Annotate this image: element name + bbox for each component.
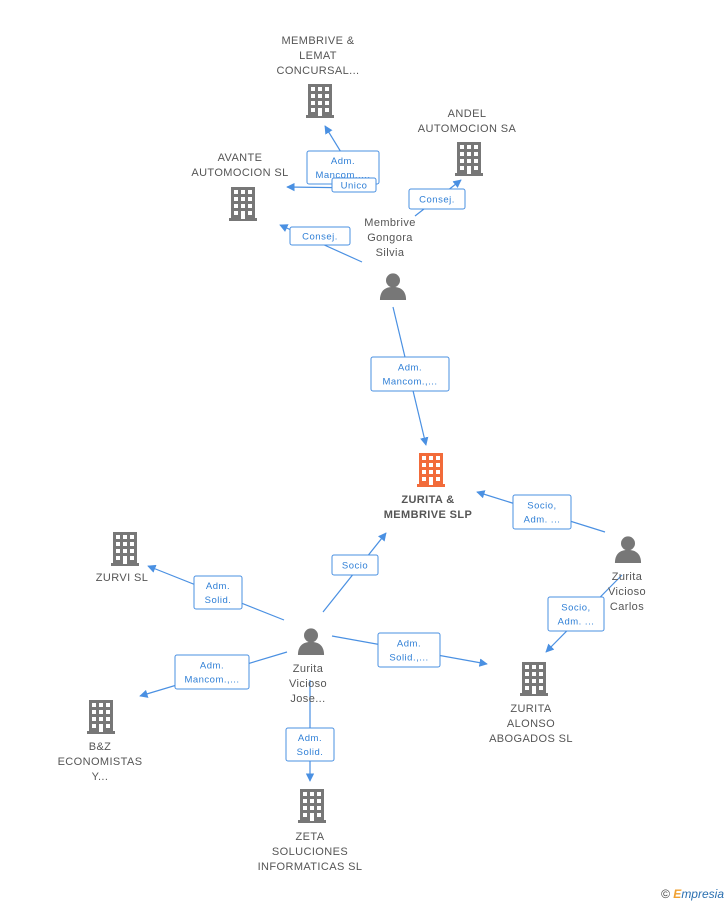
person-icon: [297, 628, 325, 655]
node-label: Gongora: [367, 232, 413, 244]
edge-label[interactable]: Consej.: [289, 226, 351, 246]
node-label: ANDEL: [448, 108, 487, 120]
node-label: ALONSO: [507, 718, 555, 730]
node-label: CONCURSAL...: [276, 65, 359, 77]
edge-label-text: Consej.: [419, 195, 455, 206]
edge-label[interactable]: Unico: [331, 177, 377, 193]
edge-label-text: Socio,: [561, 603, 590, 614]
node-label: INFORMATICAS SL: [258, 861, 363, 873]
edge-label-text: Solid.,...: [389, 653, 428, 664]
edge-label-box: [377, 632, 441, 668]
edge-label-text: Mancom.,...: [315, 170, 370, 181]
edge-label-text: Adm.: [397, 639, 421, 650]
node-label: Y...: [92, 771, 109, 783]
edge-label-box: [408, 188, 466, 210]
node-label: ABOGADOS SL: [489, 733, 573, 745]
person-icon: [614, 536, 642, 563]
edge-label[interactable]: Adm. Mancom.,...: [370, 356, 450, 392]
edge-label-text: Adm.: [206, 581, 230, 592]
node-label: MEMBRIVE &: [281, 35, 354, 47]
node-label: AUTOMOCION SL: [191, 167, 288, 179]
node-label: Silvia: [376, 247, 405, 259]
edge-label-box: [289, 226, 351, 246]
edge-label[interactable]: Socio, Adm. ...: [547, 596, 605, 632]
node-label: ZURITA: [510, 703, 552, 715]
node-zurita_alonso[interactable]: ZURITA ALONSO ABOGADOS SL: [489, 662, 573, 745]
edge-label-text: Adm. ...: [524, 515, 561, 526]
edge-label-box: [331, 554, 379, 576]
building-icon: [87, 700, 115, 734]
edge-label-text: Solid.: [205, 595, 232, 606]
building-icon: [306, 84, 334, 118]
edge-label[interactable]: Adm. Solid.,...: [377, 632, 441, 668]
building-icon: [455, 142, 483, 176]
node-label: SOLUCIONES: [272, 846, 348, 858]
edge-label-box: [370, 356, 450, 392]
edge-label-box: [193, 575, 243, 610]
building-icon: [229, 187, 257, 221]
node-label: LEMAT: [299, 50, 337, 62]
edge-label-text: Adm. ...: [558, 617, 595, 628]
edge-label-text: Mancom.,...: [382, 377, 437, 388]
node-label: AVANTE: [218, 152, 263, 164]
node-zeta[interactable]: ZETA SOLUCIONES INFORMATICAS SL: [258, 789, 363, 873]
node-avante[interactable]: AVANTE AUTOMOCION SL: [191, 152, 288, 221]
edge-label-text: Solid.: [297, 747, 324, 758]
building-icon: [111, 532, 139, 566]
edge-label-text: Mancom.,...: [184, 675, 239, 686]
edge-label-text: Adm.: [331, 156, 355, 167]
edge-label-text: Adm.: [298, 733, 322, 744]
node-bz[interactable]: B&Z ECONOMISTAS Y...: [58, 700, 143, 783]
edge-label-text: Socio,: [527, 501, 556, 512]
building-icon: [520, 662, 548, 696]
edge-label-box: [512, 494, 572, 530]
person-icon: [379, 273, 407, 300]
node-label: Zurita: [293, 663, 324, 675]
node-label: AUTOMOCION SA: [418, 123, 517, 135]
node-label: ZURITA &: [401, 494, 454, 506]
building-icon: [298, 789, 326, 823]
edge-label[interactable]: Socio, Adm. ...: [512, 494, 572, 530]
edge-label-text: Adm.: [200, 661, 224, 672]
node-label: MEMBRIVE SLP: [384, 509, 473, 521]
node-label: ZURVI SL: [96, 572, 149, 584]
edge-label[interactable]: Adm. Mancom.,...: [174, 654, 250, 690]
edge-label[interactable]: Consej.: [408, 188, 466, 210]
edge-label-box: [285, 727, 335, 762]
edge-label[interactable]: Adm. Solid.: [193, 575, 243, 610]
brand-logo-initial: E: [673, 887, 682, 901]
edge-label-box: [331, 177, 377, 193]
edge-label-box: [174, 654, 250, 690]
brand-logo-text: mpresia: [681, 887, 724, 901]
node-label: Zurita: [612, 571, 643, 583]
node-label: Vicioso: [608, 586, 646, 598]
empresia-watermark: © Empresia: [661, 887, 724, 901]
node-label: ECONOMISTAS: [58, 756, 143, 768]
node-andel[interactable]: ANDEL AUTOMOCION SA: [418, 108, 517, 176]
node-label: ZETA: [296, 831, 325, 843]
node-zurita_jose[interactable]: ZuritaViciosoJose...: [289, 628, 327, 705]
node-membrive_lemat[interactable]: MEMBRIVE & LEMAT CONCURSAL...: [276, 35, 359, 118]
node-label: Membrive: [364, 217, 416, 229]
node-label: Vicioso: [289, 678, 327, 690]
node-label: Jose...: [290, 693, 325, 705]
edge-label[interactable]: Socio: [331, 554, 379, 576]
edge-label-text: Adm.: [398, 363, 422, 374]
edge-label-text: Consej.: [302, 232, 338, 243]
edge-label-text: Unico: [341, 181, 368, 192]
edge-label[interactable]: Adm. Solid.: [285, 727, 335, 762]
copyright-icon: ©: [661, 887, 670, 901]
building-icon: [417, 453, 445, 487]
edge-label-box: [547, 596, 605, 632]
node-label: B&Z: [89, 741, 112, 753]
edge-label-text: Socio: [342, 561, 368, 572]
node-zurvi[interactable]: ZURVI SL: [96, 532, 149, 584]
node-zurita_membrive[interactable]: ZURITA & MEMBRIVE SLP: [384, 453, 473, 521]
node-label: Carlos: [610, 601, 644, 613]
